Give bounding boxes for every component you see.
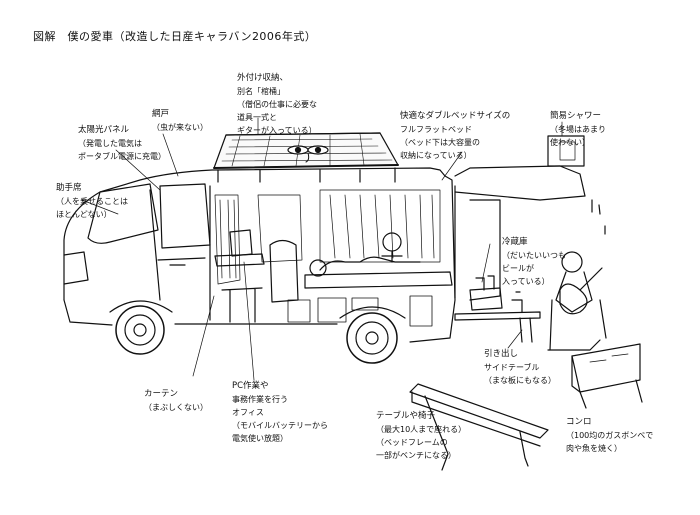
- callout-fridge: 冷蔵庫 （だいたいいつも ビールが 入っている）: [502, 237, 566, 286]
- fridge: [470, 276, 502, 310]
- office-desk: [215, 230, 298, 322]
- callout-roof-storage: 外付け収納、 別名「棺桶」 （僧侶の仕事に必要な 道具一式と ギターが入っている…: [237, 73, 317, 135]
- person-with-guitar: [548, 252, 606, 350]
- callout-bench: テーブルや椅子 （最大10人まで座れる） （ベッドフレームの 一部がベンチになる…: [376, 411, 467, 460]
- callout-curtain: カーテン （まぶしくない）: [144, 389, 208, 412]
- rear-door-shower: [455, 136, 605, 300]
- leader-lines: [82, 118, 562, 380]
- callout-stove: コンロ （100均のガスボンベで 肉や魚を焼く）: [566, 417, 654, 453]
- callout-office: PC作業や 事務作業を行う オフィス （モバイルバッテリーから 電気使い放題）: [232, 381, 328, 443]
- under-bed-storage: [288, 296, 432, 326]
- rear-wheel: [340, 307, 405, 363]
- bed-with-person: [305, 233, 452, 288]
- bench: [410, 384, 548, 470]
- page-title: 図解 僕の愛車（改造した日産キャラバン2006年式）: [33, 30, 317, 43]
- front-wheel: [110, 301, 172, 354]
- callout-bed: 快適なダブルベッドサイズの フルフラットベッド （ベッド下は大容量の 収納になっ…: [400, 111, 511, 160]
- callout-shower: 簡易シャワー （冬場はあまり 使わない）: [550, 111, 606, 147]
- van-body: [64, 168, 455, 342]
- side-table: [455, 292, 540, 342]
- callout-screen: 網戸 （虫が来ない）: [152, 109, 208, 132]
- stove: [572, 344, 642, 408]
- interior-windows: [215, 190, 440, 284]
- callout-passenger-seat: 助手席 （人を乗せることは ほとんどない）: [56, 183, 128, 219]
- callout-side-table: 引き出し サイドテーブル （まな板にもなる）: [484, 349, 556, 385]
- callout-solar-panel: 太陽光パネル （発電した電気は ポータブル電源に充電）: [78, 125, 166, 161]
- roof-storage-box: [214, 133, 398, 182]
